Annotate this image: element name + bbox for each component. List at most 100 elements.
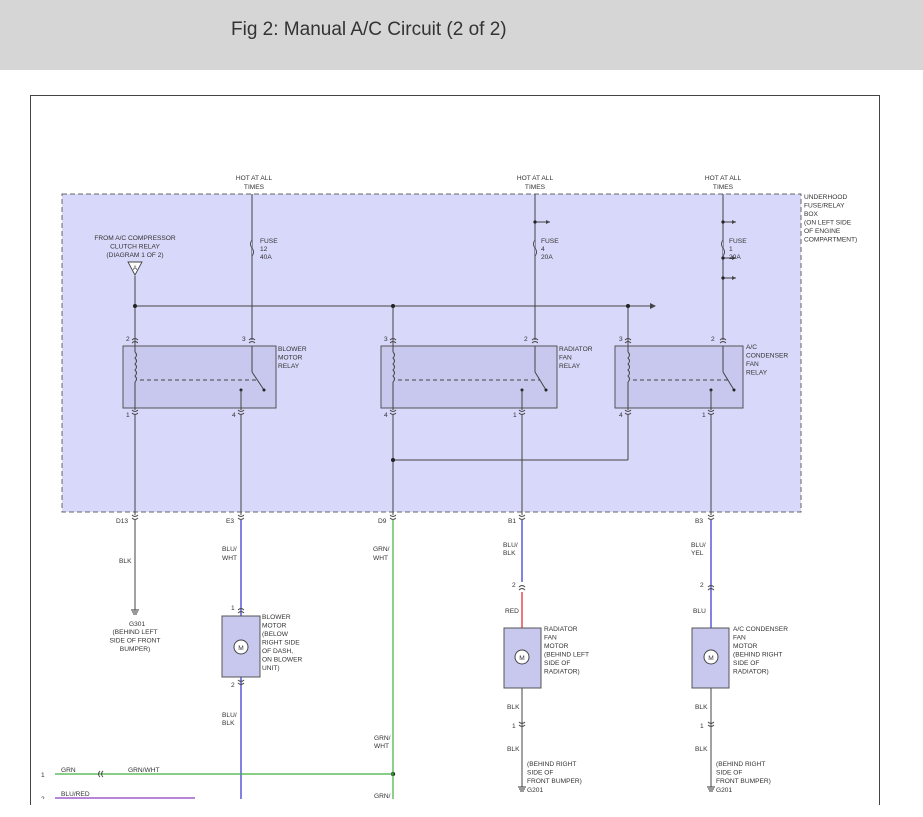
connector-b1: B1 [508, 518, 516, 525]
connector-d13: D13 [116, 518, 128, 525]
connector-b3: B3 [695, 518, 703, 525]
radiator-relay-pin-bottom-right: 1 [513, 412, 517, 419]
fuse-1-label-line-1: FUSE [729, 238, 747, 245]
left-pin-2: 2 [41, 796, 45, 803]
fuse-12-label-line-1: FUSE [260, 238, 278, 245]
wire-label-grn-wht-2-line-2: WHT [374, 743, 389, 750]
wire-label-blk-radiator-2: BLK [507, 746, 520, 753]
wire-label-blu: BLU [693, 608, 706, 615]
wire-label-blu-yel-line-1: BLU/ [691, 542, 706, 549]
radiator-fan-motor-symbol: M [519, 655, 525, 662]
condenser-relay-pin-top-left: 3 [619, 336, 623, 343]
ac-condenser-fan-motor [691, 627, 730, 689]
wire-label-blu-wht-line-2: WHT [222, 555, 237, 562]
ground-g201-a-desc-line-3: FRONT BUMPER) [527, 778, 582, 785]
radiator-relay-label-line-2: FAN [559, 355, 572, 362]
ground-g201-b-desc-line-3: FRONT BUMPER) [716, 778, 771, 785]
condenser-fan-motor-label-line-2: FAN [733, 635, 746, 642]
wire-label-blk-radiator-1: BLK [507, 704, 520, 711]
radiator-fan-motor [503, 627, 542, 689]
ac-condenser-fan-relay [614, 340, 744, 410]
blower-motor-label-line-3: (BELOW [262, 631, 289, 638]
arrow-heads [546, 220, 736, 309]
diagram-frame [30, 95, 880, 805]
condenser-fan-motor-label-line-1: A/C CONDENSER [733, 626, 788, 633]
ground-g301-desc-line-3: BUMPER) [120, 646, 150, 653]
condenser-relay-label-line-3: FAN [746, 361, 759, 368]
fuse-12-label-line-3: 40A [260, 254, 272, 261]
left-pin-1: 1 [41, 772, 45, 779]
underhood-label-line-4: (ON LEFT SIDE [804, 220, 852, 227]
blower-motor-relay [122, 340, 277, 410]
ground-g201-b-desc-line-2: SIDE OF [716, 770, 742, 777]
underhood-label-line-1: UNDERHOOD [804, 194, 847, 201]
ground-g201-b-desc-line-1: (BEHIND RIGHT [716, 761, 765, 768]
radiator-fan-motor-pin-1: 1 [512, 723, 516, 730]
page-header: Fig 2: Manual A/C Circuit (2 of 2) [0, 0, 923, 70]
ground-g301-desc-line-2: SIDE OF FRONT [110, 638, 161, 645]
radiator-fan-relay [380, 340, 558, 410]
blower-motor-label-line-2: MOTOR [262, 623, 287, 630]
radiator-fan-motor-label-line-4: (BEHIND LEFT [544, 652, 589, 659]
blower-motor-symbol: M [238, 645, 244, 652]
wire-label-blu-blk-line-2: BLK [503, 550, 516, 557]
blower-motor-label-line-1: BLOWER [262, 614, 291, 621]
condenser-fan-motor-label-line-6: RADIATOR) [733, 669, 769, 676]
wire-label-grn: GRN [61, 767, 76, 774]
blower-motor-label-line-5: OF DASH, [262, 648, 293, 655]
fuse-12-label-line-2: 12 [260, 246, 268, 253]
radiator-fan-motor-label-line-6: RADIATOR) [544, 669, 580, 676]
page-title: Fig 2: Manual A/C Circuit (2 of 2) [231, 19, 507, 40]
underhood-label-line-6: COMPARTMENT) [804, 237, 857, 244]
condenser-fan-motor-pin-2: 2 [700, 582, 704, 589]
compressor-label-line-2: CLUTCH RELAY [110, 244, 160, 251]
condenser-relay-label-line-2: CONDENSER [746, 353, 788, 360]
hot-label-1-line-1: HOT AT ALL [236, 175, 273, 182]
wire-label-blu-blk-line-1: BLU/ [503, 542, 518, 549]
wire-label-blu-wht-line-1: BLU/ [222, 546, 237, 553]
ground-g301-desc-line-1: (BEHIND LEFT [112, 629, 157, 636]
wire-label-blu-yel-line-2: YEL [691, 550, 704, 557]
ground-g201-a-desc-line-1: (BEHIND RIGHT [527, 761, 576, 768]
blower-motor-label-line-6: ON BLOWER [262, 657, 303, 664]
radiator-relay-pin-bottom-left: 4 [384, 412, 388, 419]
condenser-relay-pin-bottom-left: 4 [619, 412, 623, 419]
radiator-relay-label-line-3: RELAY [559, 363, 581, 370]
radiator-fan-motor-label-line-3: MOTOR [544, 643, 569, 650]
blower-relay-label-line-3: RELAY [278, 363, 300, 370]
hot-label-3-line-2: TIMES [713, 184, 734, 191]
fuse-1-label-line-2: 1 [729, 246, 733, 253]
radiator-fan-motor-label-line-5: SIDE OF [544, 660, 570, 667]
connector-e3: E3 [226, 518, 234, 525]
compressor-label-line-1: FROM A/C COMPRESSOR [94, 235, 176, 242]
blower-relay-label-line-2: MOTOR [278, 355, 303, 362]
condenser-relay-pin-bottom-right: 1 [702, 412, 706, 419]
condenser-fan-motor-label-line-5: SIDE OF [733, 660, 759, 667]
condenser-relay-label-line-1: A/C [746, 344, 757, 351]
ground-g301-name: G301 [129, 621, 145, 628]
blower-relay-pin-top-right: 3 [242, 336, 246, 343]
blower-relay-pin-bottom-left: 1 [126, 412, 130, 419]
underhood-label-line-3: BOX [804, 211, 819, 218]
blower-motor [221, 615, 261, 678]
wire-label-red: RED [505, 608, 519, 615]
hot-label-2-line-2: TIMES [525, 184, 546, 191]
fuse-4-label-line-3: 20A [541, 254, 553, 261]
condenser-relay-pin-top-right: 2 [711, 336, 715, 343]
wire-label-grn-wht-3: GRN/ [374, 793, 391, 800]
blower-relay-pin-top-left: 2 [126, 336, 130, 343]
hot-label-3-line-1: HOT AT ALL [705, 175, 742, 182]
fuse-4-label-line-1: FUSE [541, 238, 559, 245]
ground-symbols [131, 609, 715, 792]
blower-motor-pin-2: 2 [231, 682, 235, 689]
blower-relay-pin-bottom-right: 4 [232, 412, 236, 419]
wire-label-blu-red: BLU/RED [61, 791, 90, 798]
condenser-fan-motor-symbol: M [708, 655, 714, 662]
wire-label-grn-wht-horizontal: GRN/WHT [128, 767, 160, 774]
underhood-label-line-5: OF ENGINE [804, 228, 841, 235]
wire-label-blk-condenser-2: BLK [695, 746, 708, 753]
blower-motor-label-line-4: RIGHT SIDE [262, 640, 300, 647]
hot-label-2-line-1: HOT AT ALL [517, 175, 554, 182]
radiator-fan-motor-label-line-1: RADIATOR [544, 626, 578, 633]
underhood-label-line-2: FUSE/RELAY [804, 203, 845, 210]
